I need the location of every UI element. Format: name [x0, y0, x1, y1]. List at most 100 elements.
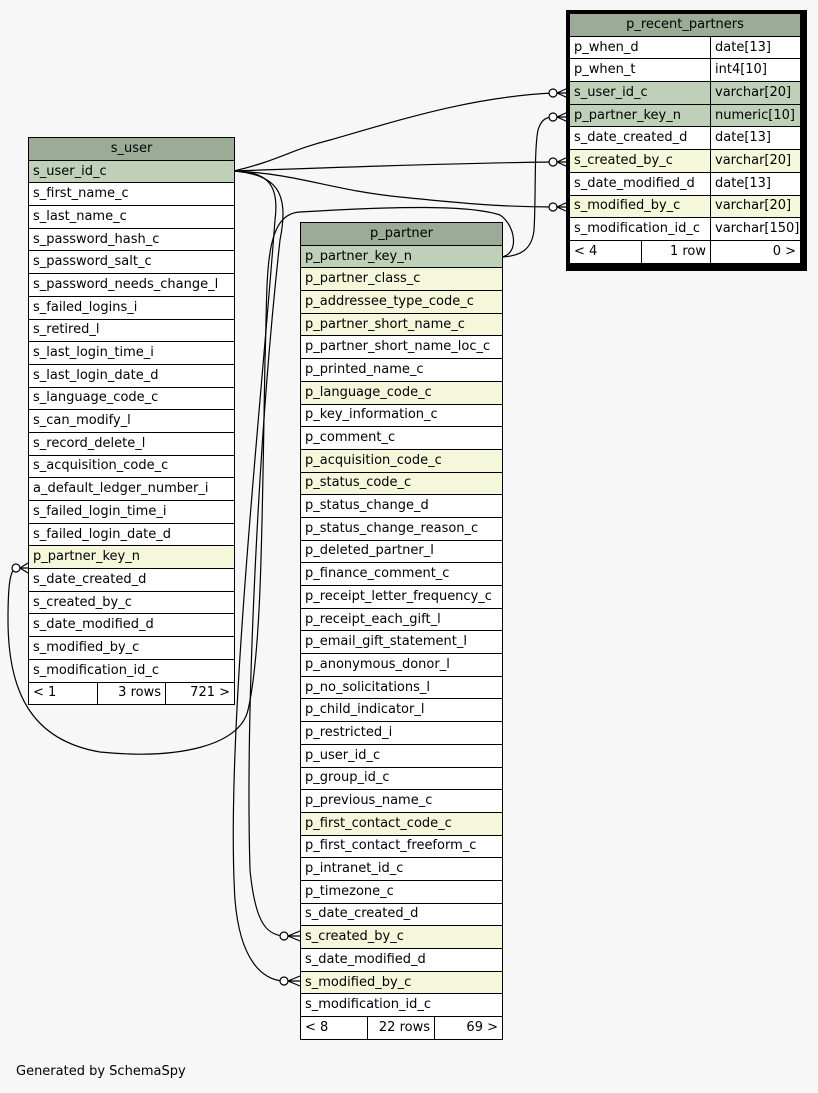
column-name: p_partner_key_n — [569, 103, 711, 128]
table-row: p_deleted_partner_l — [300, 539, 503, 564]
column-name: p_group_id_c — [300, 766, 503, 791]
column-name: s_user_id_c — [27, 159, 236, 184]
optional-marker — [548, 157, 558, 167]
table-row: s_created_by_c — [27, 590, 236, 615]
table-row: p_key_information_c — [300, 403, 503, 428]
table-row: p_group_id_c — [300, 766, 503, 791]
table-row: s_failed_login_date_d — [27, 522, 236, 547]
table-row: s_record_delete_l — [27, 431, 236, 456]
column-name: p_partner_key_n — [27, 545, 236, 570]
table-row: s_created_by_c — [300, 925, 503, 949]
column-name: p_status_change_reason_c — [300, 516, 503, 541]
optional-marker — [279, 931, 289, 941]
column-name: s_password_needs_change_l — [27, 273, 236, 297]
parents-count: < 4 — [569, 239, 642, 264]
table-row: p_status_change_reason_c — [300, 516, 503, 541]
table-row: s_can_modify_l — [27, 409, 236, 433]
table-row: p_restricted_i — [300, 721, 503, 745]
column-name: s_last_name_c — [27, 205, 236, 229]
link-user-to-recent-created — [233, 161, 554, 172]
parents-count: < 1 — [28, 681, 98, 706]
column-type: varchar[20] — [709, 194, 802, 219]
column-name: p_child_indicator_l — [300, 698, 503, 723]
column-name: s_first_name_c — [27, 182, 236, 207]
table-row: p_status_change_d — [300, 494, 503, 518]
table-row: p_timezone_c — [300, 879, 503, 904]
table-row: p_no_solicitations_l — [300, 675, 503, 700]
table-row: s_user_id_c — [27, 159, 236, 184]
column-name: s_date_created_d — [300, 902, 503, 927]
table-row: p_anonymous_donor_l — [300, 653, 503, 677]
column-name: p_partner_short_name_c — [300, 312, 503, 337]
column-name: s_modification_id_c — [569, 217, 711, 241]
parents-count: < 8 — [300, 1016, 368, 1040]
column-type: numeric[10] — [709, 103, 802, 128]
column-name: s_failed_login_time_i — [27, 500, 236, 524]
optional-marker — [548, 112, 558, 122]
column-name: p_addressee_type_code_c — [300, 290, 503, 314]
table-row: s_acquisition_code_c — [27, 454, 236, 479]
column-name: s_modified_by_c — [569, 194, 711, 219]
table-row: s_date_created_d — [27, 568, 236, 592]
table-row: p_child_indicator_l — [300, 698, 503, 723]
column-name: p_first_contact_code_c — [300, 811, 503, 836]
link-user-to-partner-modified — [232, 170, 285, 982]
column-name: p_key_information_c — [300, 403, 503, 428]
column-name: p_when_t — [569, 58, 711, 83]
crowfoot-marker — [287, 930, 301, 942]
column-name: p_status_change_d — [300, 494, 503, 518]
table-title: p_recent_partners — [568, 13, 802, 37]
table-row: s_password_salt_c — [27, 250, 236, 275]
column-name: s_last_login_time_i — [27, 341, 236, 365]
children-count: 0 > — [709, 239, 802, 264]
table-row: s_modified_by_c — [27, 636, 236, 660]
optional-marker — [548, 88, 558, 98]
table-row: s_retired_l — [27, 318, 236, 343]
column-name: s_date_modified_d — [300, 948, 503, 972]
column-name: p_deleted_partner_l — [300, 539, 503, 564]
table-row: p_user_id_c — [300, 743, 503, 768]
table-row: s_last_login_time_i — [27, 341, 236, 365]
column-name: s_date_created_d — [27, 568, 236, 592]
column-name: p_receipt_letter_frequency_c — [300, 585, 503, 609]
link-user-to-recent-user — [233, 92, 554, 172]
column-type: date[13] — [709, 35, 802, 60]
column-name: p_user_id_c — [300, 743, 503, 768]
column-name: p_partner_key_n — [300, 244, 503, 269]
table-row: p_intranet_id_c — [300, 857, 503, 881]
column-name: s_retired_l — [27, 318, 236, 343]
column-name: s_modification_id_c — [27, 658, 236, 683]
column-name: s_can_modify_l — [27, 409, 236, 433]
column-name: s_created_by_c — [569, 149, 711, 173]
table-row: s_date_created_d — [300, 902, 503, 927]
column-type: int4[10] — [709, 58, 802, 83]
column-name: p_language_code_c — [300, 380, 503, 405]
column-name: s_password_hash_c — [27, 227, 236, 252]
row-count: 22 rows — [367, 1016, 435, 1040]
crowfoot-marker — [287, 975, 301, 987]
table-row: p_language_code_c — [300, 380, 503, 405]
column-type: date[13] — [709, 126, 802, 151]
column-name: p_acquisition_code_c — [300, 448, 503, 473]
column-name: p_timezone_c — [300, 879, 503, 904]
column-name: p_intranet_id_c — [300, 857, 503, 881]
column-name: s_date_modified_d — [27, 613, 236, 638]
table-row: p_printed_name_c — [300, 358, 503, 382]
table-row: p_partner_key_n — [300, 244, 503, 269]
table-row: p_status_code_c — [300, 471, 503, 496]
column-type: varchar[20] — [709, 81, 802, 105]
column-name: s_failed_logins_i — [27, 295, 236, 320]
table-row: p_acquisition_code_c — [300, 448, 503, 473]
link-partner-to-recent-key — [501, 116, 554, 258]
